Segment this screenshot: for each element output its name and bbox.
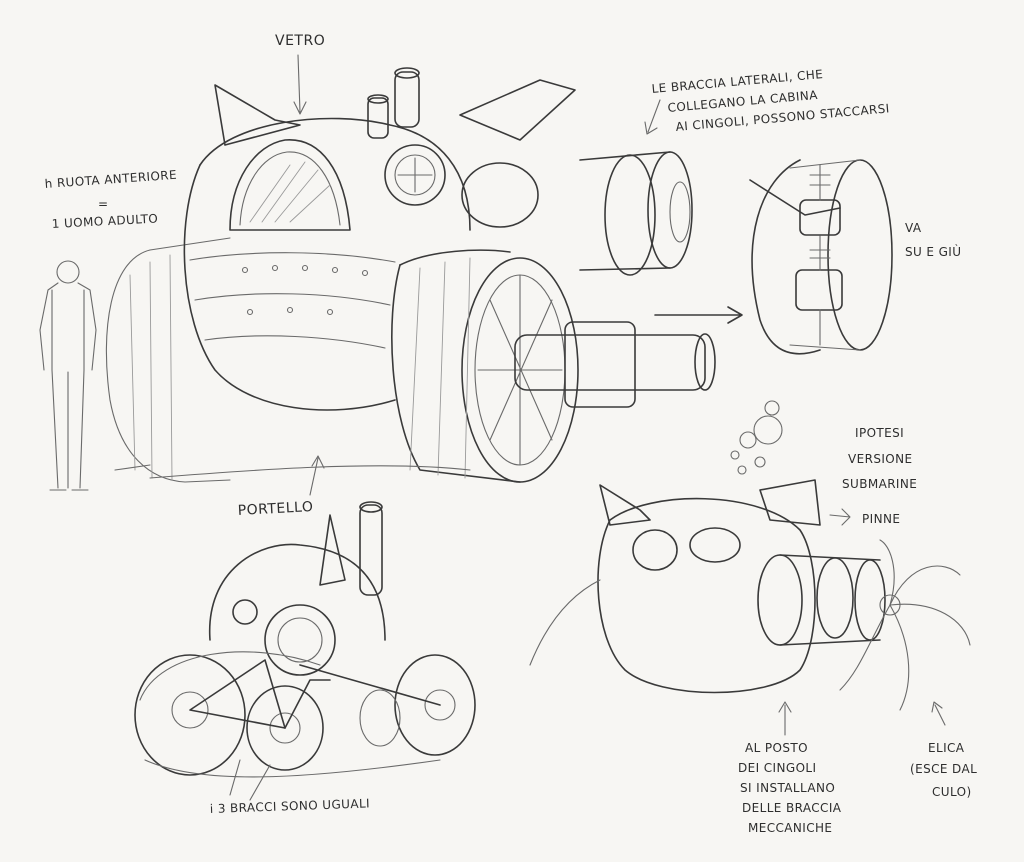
label-alposto-line5: MECCANICHE	[748, 821, 832, 835]
annotation-arrows	[114, 54, 661, 496]
label-ipotesi-line2: VERSIONE	[848, 452, 913, 466]
label-ruota-line1: h RUOTA ANTERIORE	[44, 168, 177, 191]
label-va-line2: SU E GIÙ	[905, 244, 961, 259]
label-ipotesi-line3: SUBMARINE	[842, 477, 917, 491]
handwritten-labels: VETRO LE BRACCIA LATERALI, CHE COLLEGANO…	[44, 33, 977, 835]
label-pinne: PINNE	[862, 512, 900, 526]
label-alposto-line3: SI INSTALLANO	[740, 781, 835, 795]
label-alposto-line1: AL POSTO	[745, 741, 808, 755]
label-elica-line2: (ESCE DAL	[910, 762, 977, 776]
label-alposto-line2: DEI CINGOLI	[738, 761, 816, 775]
label-alposto-line4: DELLE BRACCIA	[742, 801, 842, 815]
front-view-sketch	[134, 501, 476, 801]
label-ruota-line2: 1 UOMO ADULTO	[51, 211, 158, 231]
label-vetro: VETRO	[275, 33, 325, 49]
label-ruota-equals: =	[98, 197, 108, 211]
label-bracci: i 3 BRACCI SONO UGUALI	[210, 796, 371, 816]
arm-detail-sketch	[654, 159, 893, 355]
label-elica-line1: ELICA	[928, 741, 965, 755]
label-va-line1: VA	[905, 221, 922, 235]
label-elica-line3: CULO)	[932, 785, 972, 799]
label-ipotesi-line1: IPOTESI	[855, 426, 904, 440]
main-vehicle-sketch	[105, 67, 716, 483]
label-portello: PORTELLO	[237, 499, 313, 519]
human-figure	[39, 260, 97, 491]
submarine-sketch	[529, 400, 971, 736]
